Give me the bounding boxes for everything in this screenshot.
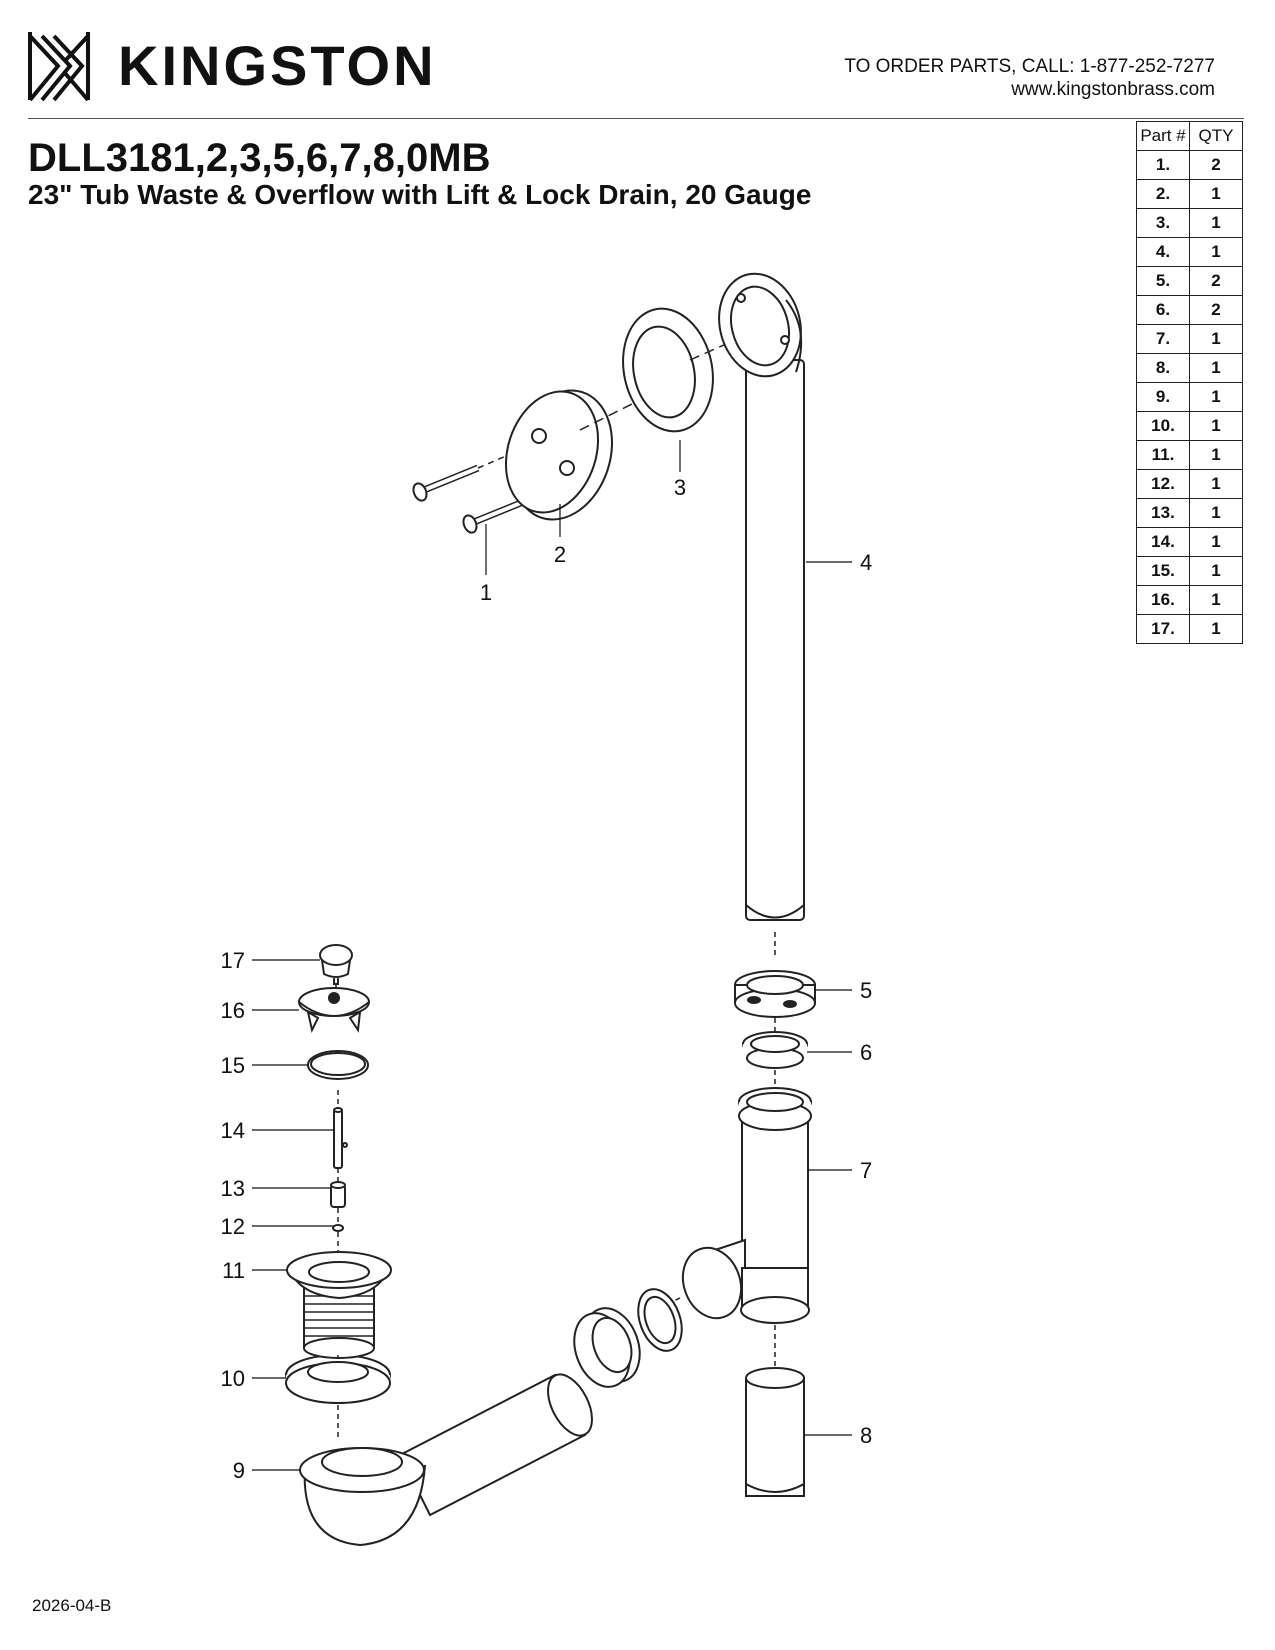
parts-table-row: 2.1 xyxy=(1136,179,1243,209)
part-number-cell: 15. xyxy=(1136,556,1190,586)
callout-5: 5 xyxy=(860,978,872,1003)
quantity-cell: 1 xyxy=(1189,498,1243,528)
side-washer xyxy=(637,1288,683,1352)
quantity-cell: 1 xyxy=(1189,527,1243,557)
document-code: 2026-04-B xyxy=(32,1596,112,1615)
model-number: DLL3181,2,3,5,6,7,8,0MB xyxy=(28,136,491,180)
part-number-cell: 3. xyxy=(1136,208,1190,238)
quantity-cell: 1 xyxy=(1189,585,1243,615)
callout-16: 16 xyxy=(221,998,245,1023)
part-10-drain-gasket xyxy=(285,1354,391,1404)
callout-2: 2 xyxy=(554,542,566,567)
part-8-tailpiece xyxy=(745,1367,805,1497)
callout-10: 10 xyxy=(221,1366,245,1391)
callout-4: 4 xyxy=(860,550,872,575)
website-link[interactable]: www.kingstonbrass.com xyxy=(1011,79,1215,100)
parts-table-row: 7.1 xyxy=(1136,324,1243,354)
parts-table-row: 5.2 xyxy=(1136,266,1243,296)
product-description: 23" Tub Waste & Overflow with Lift & Loc… xyxy=(28,179,812,210)
part-2-overflow-faceplate xyxy=(504,389,613,521)
parts-table-row: 9.1 xyxy=(1136,382,1243,412)
parts-table-row: 12.1 xyxy=(1136,469,1243,499)
callout-11: 11 xyxy=(222,1258,245,1283)
part-6-slip-washer xyxy=(742,1031,808,1069)
part-number-cell: 13. xyxy=(1136,498,1190,528)
parts-table-row: 10.1 xyxy=(1136,411,1243,441)
callout-6: 6 xyxy=(860,1040,872,1065)
parts-table-row: 3.1 xyxy=(1136,208,1243,238)
callout-1: 1 xyxy=(480,580,492,605)
side-slip-nut xyxy=(573,1307,641,1388)
part-15-seal-ring xyxy=(307,1050,369,1080)
leader-lines xyxy=(252,440,852,1471)
part-13-adapter xyxy=(330,1181,346,1208)
part-4-overflow-tube xyxy=(718,272,805,921)
parts-table-row: 8.1 xyxy=(1136,353,1243,383)
parts-table-row: 15.1 xyxy=(1136,556,1243,586)
part-3-overflow-gasket xyxy=(622,307,714,433)
parts-table-header: Part # QTY xyxy=(1136,121,1243,151)
parts-table-row: 17.1 xyxy=(1136,614,1243,644)
part-number-cell: 8. xyxy=(1136,353,1190,383)
part-9-drain-shoe xyxy=(299,1373,593,1547)
quantity-cell: 1 xyxy=(1189,324,1243,354)
callout-8: 8 xyxy=(860,1423,872,1448)
callout-3: 3 xyxy=(674,475,686,500)
quantity-cell: 1 xyxy=(1189,237,1243,267)
parts-table-row: 16.1 xyxy=(1136,585,1243,615)
callout-12: 12 xyxy=(221,1214,245,1239)
part-number-cell: 12. xyxy=(1136,469,1190,499)
header-qty: QTY xyxy=(1189,121,1243,151)
header-part: Part # xyxy=(1136,121,1190,151)
kingston-logo-icon xyxy=(28,32,90,102)
callout-17: 17 xyxy=(221,948,245,973)
part-number-cell: 9. xyxy=(1136,382,1190,412)
quantity-cell: 2 xyxy=(1189,150,1243,180)
part-number-cell: 6. xyxy=(1136,295,1190,325)
part-5-slip-nut xyxy=(734,970,816,1018)
parts-table-row: 14.1 xyxy=(1136,527,1243,557)
quantity-cell: 2 xyxy=(1189,266,1243,296)
parts-table-row: 1.2 xyxy=(1136,150,1243,180)
callout-9: 9 xyxy=(233,1458,245,1483)
part-7-tee-fitting xyxy=(681,1087,812,1324)
quantity-cell: 1 xyxy=(1189,614,1243,644)
part-number-cell: 2. xyxy=(1136,179,1190,209)
contact-info: TO ORDER PARTS, CALL: 1-877-252-7277 www… xyxy=(844,55,1215,101)
quantity-cell: 1 xyxy=(1189,382,1243,412)
part-16-stopper-cap xyxy=(298,987,370,1033)
order-phone-line: TO ORDER PARTS, CALL: 1-877-252-7277 xyxy=(844,56,1215,77)
parts-table-row: 13.1 xyxy=(1136,498,1243,528)
part-14-stem xyxy=(333,1107,348,1169)
callout-13: 13 xyxy=(221,1176,245,1201)
callout-14: 14 xyxy=(221,1118,245,1143)
quantity-cell: 1 xyxy=(1189,179,1243,209)
header-divider xyxy=(28,118,1244,119)
part-number-cell: 17. xyxy=(1136,614,1190,644)
part-17-knob xyxy=(319,944,353,985)
quantity-cell: 1 xyxy=(1189,556,1243,586)
brand-name: KINGSTON xyxy=(118,34,437,97)
part-number-cell: 10. xyxy=(1136,411,1190,441)
callout-7: 7 xyxy=(860,1158,872,1183)
callout-15: 15 xyxy=(221,1053,245,1078)
parts-table-row: 11.1 xyxy=(1136,440,1243,470)
quantity-cell: 1 xyxy=(1189,353,1243,383)
part-12-o-ring xyxy=(332,1224,344,1232)
parts-table-row: 4.1 xyxy=(1136,237,1243,267)
part-number-cell: 5. xyxy=(1136,266,1190,296)
part-11-drain-body xyxy=(286,1251,392,1359)
part-number-cell: 11. xyxy=(1136,440,1190,470)
